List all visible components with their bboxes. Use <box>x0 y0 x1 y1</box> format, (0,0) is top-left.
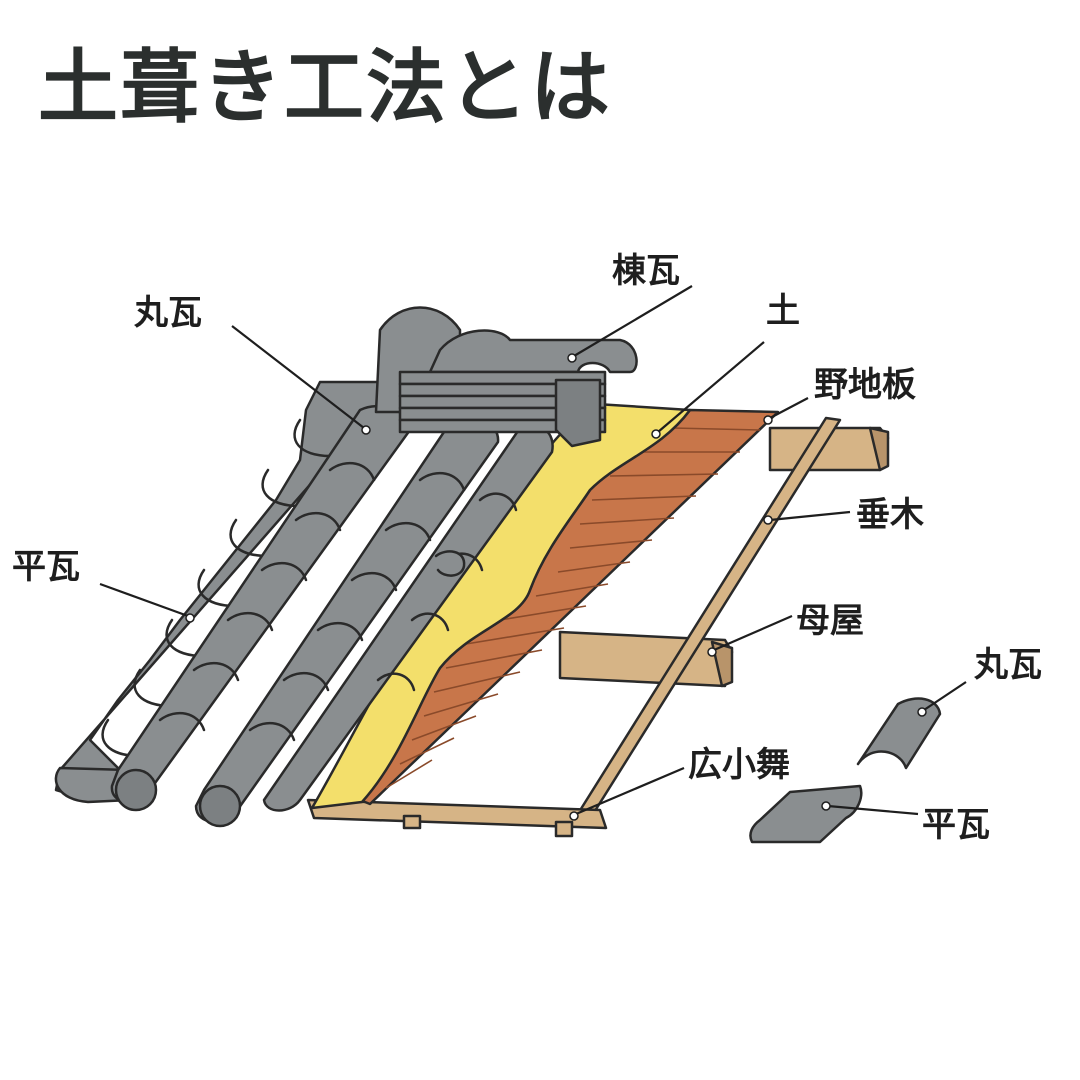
purlin-moya <box>558 630 734 688</box>
fascia-hirokomai <box>306 798 608 830</box>
label-marugawara-top: 丸瓦 <box>133 293 202 333</box>
label-hirokomai: 広小舞 <box>688 745 790 785</box>
label-munagawara: 棟瓦 <box>612 251 680 291</box>
label-hiragawara-left: 平瓦 <box>12 547 80 587</box>
label-nojiita: 野地板 <box>814 365 916 405</box>
page-title: 土葺き工法とは <box>38 41 612 134</box>
sample-round-tile <box>856 697 942 770</box>
label-moya: 母屋 <box>796 601 864 641</box>
ridge-tiles-munagawara <box>374 306 638 448</box>
callout-labels: 棟瓦 土 野地板 丸瓦 垂木 平瓦 母屋 丸瓦 広小舞 平瓦 <box>12 251 1042 845</box>
label-taruki: 垂木 <box>856 495 924 535</box>
label-tsuchi: 土 <box>766 291 800 331</box>
label-marugawara-right: 丸瓦 <box>973 645 1042 685</box>
sample-flat-tile <box>749 784 863 844</box>
label-hiragawara-right: 平瓦 <box>922 805 990 845</box>
round-tiles-marugawara <box>110 404 554 828</box>
leader-lines <box>99 285 967 821</box>
